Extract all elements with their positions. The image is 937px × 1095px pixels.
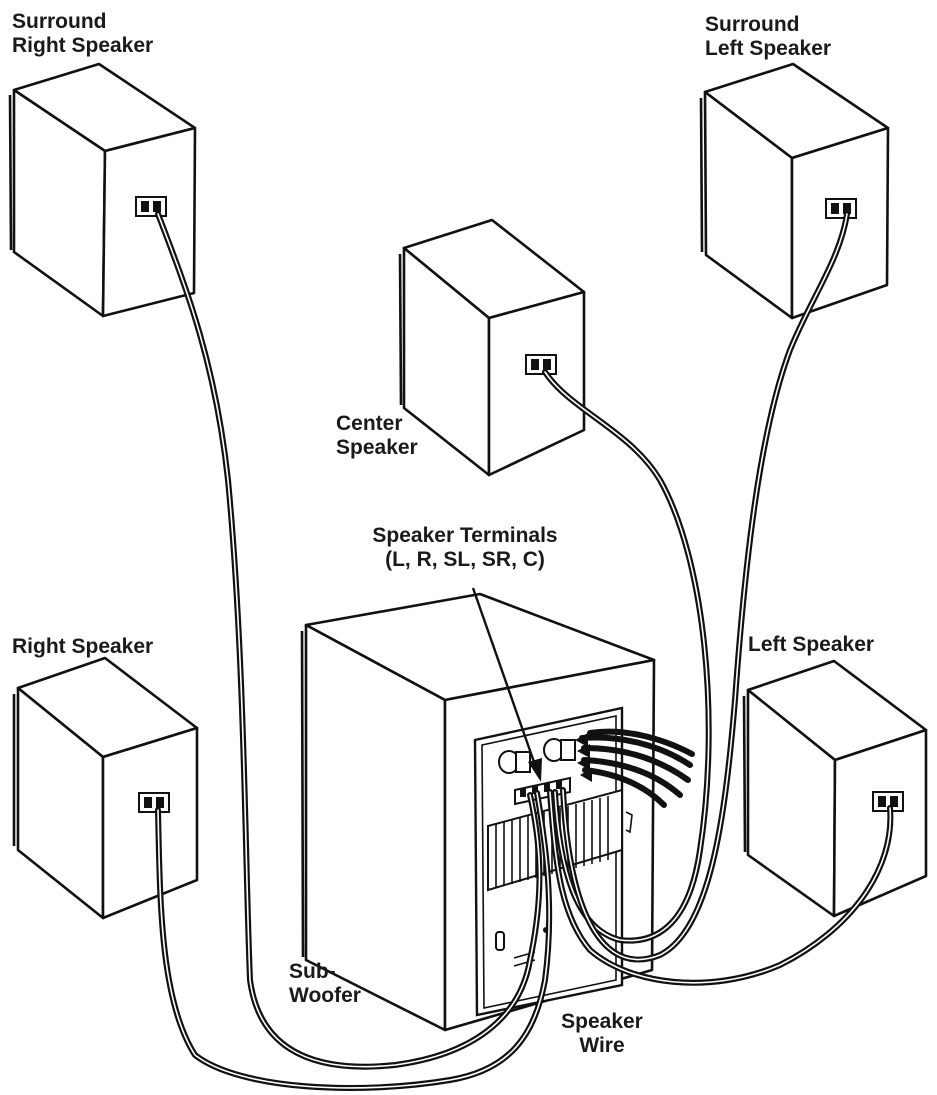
label-line: Speaker bbox=[561, 1010, 643, 1033]
label-subwoofer: Sub- Woofer bbox=[289, 960, 361, 1008]
subwoofer-rear-panel bbox=[473, 706, 633, 1017]
label-surround-left-speaker: Surround Left Speaker bbox=[705, 13, 831, 61]
terminals-callout-arrow bbox=[471, 587, 542, 782]
label-right-speaker: Right Speaker bbox=[12, 635, 154, 658]
terminal-block-center bbox=[525, 354, 557, 375]
right-speaker bbox=[12, 656, 199, 920]
center-speaker bbox=[398, 218, 586, 477]
label-surround-right-speaker: Surround Right Speaker bbox=[12, 10, 153, 58]
label-line: Wire bbox=[579, 1034, 625, 1057]
rca-input-jack bbox=[498, 738, 576, 774]
label-line: Woofer bbox=[289, 984, 361, 1007]
label-line: Left Speaker bbox=[705, 37, 832, 60]
label-line: Center bbox=[336, 412, 403, 435]
label-speaker-terminals: Speaker Terminals (L, R, SL, SR, C) bbox=[350, 524, 580, 572]
label-line: Sub- bbox=[289, 960, 336, 983]
label-line: Surround bbox=[705, 13, 800, 36]
label-line: Speaker bbox=[336, 436, 418, 459]
surround-left-speaker bbox=[699, 62, 890, 320]
label-line: Surround bbox=[12, 10, 107, 33]
terminal-block-surround-left bbox=[825, 198, 857, 219]
terminal-block-right bbox=[138, 792, 170, 813]
label-line: (L, R, SL, SR, C) bbox=[385, 548, 545, 571]
label-speaker-wire: Speaker Wire bbox=[552, 1010, 652, 1058]
label-left-speaker: Left Speaker bbox=[748, 633, 875, 656]
line-input-cables bbox=[575, 728, 695, 808]
speaker-wires bbox=[155, 211, 894, 1091]
label-center-speaker: Center Speaker bbox=[336, 412, 418, 460]
left-speaker bbox=[742, 659, 928, 918]
terminal-block-surround-right bbox=[135, 196, 167, 217]
label-line: Right Speaker bbox=[12, 34, 154, 57]
label-line: Speaker Terminals bbox=[372, 524, 558, 547]
surround-right-speaker bbox=[8, 62, 197, 318]
